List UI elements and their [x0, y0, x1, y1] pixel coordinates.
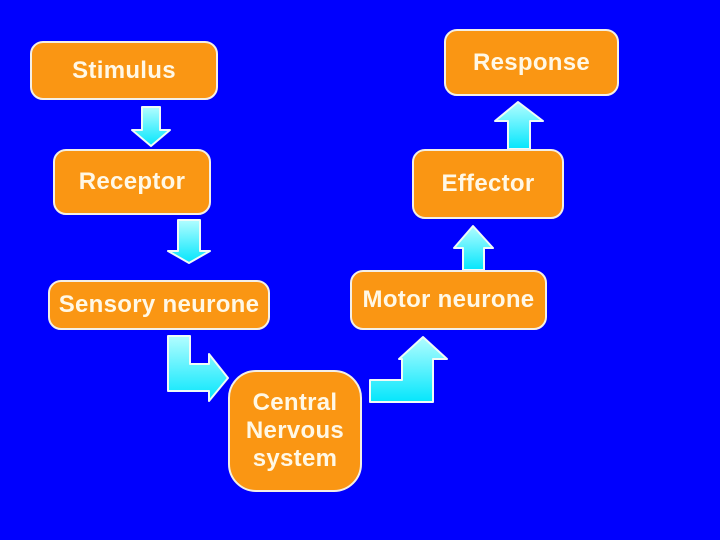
cns-line-2: Nervous [245, 417, 345, 444]
cns-line-1: Central [252, 389, 338, 416]
sensory-neurone-label: Sensory neurone [58, 291, 260, 318]
stimulus-box: Stimulus [30, 41, 218, 100]
arrow-effector-to-response-icon [494, 101, 544, 150]
effector-label: Effector [441, 170, 535, 197]
arrow-receptor-to-sensory-icon [167, 219, 211, 264]
response-label: Response [472, 48, 591, 76]
receptor-label: Receptor [78, 168, 186, 195]
stimulus-label: Stimulus [72, 56, 176, 84]
arrow-cns-to-motor-elbow-icon [369, 336, 448, 403]
motor-neurone-box: Motor neurone [350, 270, 547, 330]
motor-neurone-label: Motor neurone [362, 286, 535, 313]
sensory-neurone-box: Sensory neurone [48, 280, 270, 330]
arrow-stimulus-to-receptor-icon [131, 106, 171, 147]
receptor-box: Receptor [53, 149, 211, 215]
central-nervous-system-label: Central Nervous system [246, 389, 344, 473]
arrow-motor-to-effector-icon [453, 225, 494, 271]
cns-line-3: system [252, 445, 338, 472]
arrow-sensory-to-cns-elbow-icon [167, 335, 229, 402]
central-nervous-system-box: Central Nervous system [228, 370, 362, 492]
effector-box: Effector [412, 149, 564, 219]
response-box: Response [444, 29, 619, 96]
